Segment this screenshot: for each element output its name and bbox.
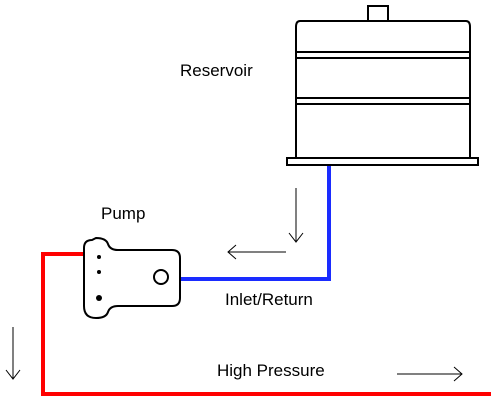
pump-bolt-icon [96, 295, 102, 301]
arrow-right-high-pressure-icon [397, 366, 463, 382]
reservoir [286, 5, 479, 166]
reservoir-base-flange [286, 157, 479, 166]
reservoir-cap [367, 5, 389, 22]
pump-port-icon [153, 269, 169, 285]
inlet-return-label: Inlet/Return [225, 290, 313, 309]
arrow-down-reservoir-icon [288, 188, 304, 243]
high-pressure-line [41, 252, 491, 396]
arrow-down-left-icon [5, 327, 21, 380]
pump-body [83, 236, 181, 320]
pump-bolt-icon [97, 270, 101, 274]
pump-bolt-icon [97, 255, 101, 259]
pump-label: Pump [101, 204, 145, 223]
flow-arrows [5, 188, 463, 382]
arrow-left-inlet-icon [227, 244, 286, 260]
reservoir-label: Reservoir [180, 61, 253, 80]
inlet-return-line [172, 166, 331, 281]
pump [83, 236, 181, 320]
reservoir-body [295, 20, 471, 159]
high-pressure-label: High Pressure [217, 361, 325, 380]
